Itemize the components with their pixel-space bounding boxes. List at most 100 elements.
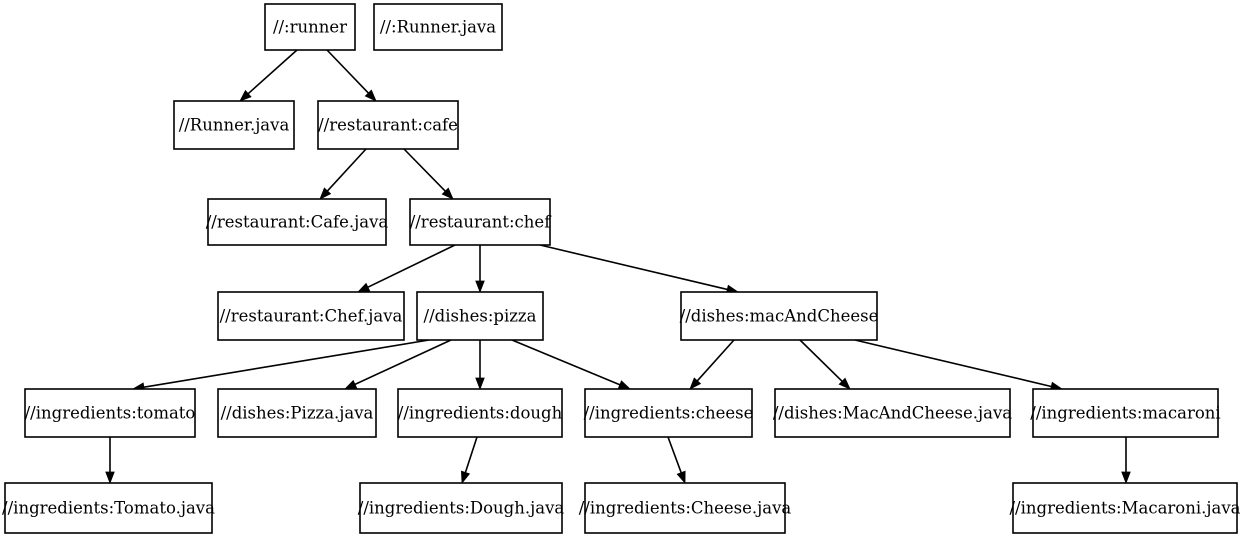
node-box[interactable] [584, 388, 753, 438]
graph-node-dishes_pizza[interactable]: //dishes:pizza [416, 291, 544, 341]
edge-ing_cheese-to-cheese_java [667, 436, 686, 485]
node-label: //ingredients:tomato [25, 404, 196, 423]
node-label: //Runner.java [179, 116, 290, 135]
node-box[interactable] [774, 388, 1011, 438]
arrowhead-icon [689, 377, 702, 390]
arrowhead-icon [343, 379, 358, 390]
graph-node-macaroni_java[interactable]: //ingredients:Macaroni.java [1009, 482, 1241, 534]
arrowhead-icon [460, 470, 471, 485]
edge-dishes_pizza-to-pizza_java [343, 339, 452, 390]
node-label: //dishes:Pizza.java [221, 404, 374, 423]
edge-ing_dough-to-dough_java [460, 436, 478, 485]
arrowhead-icon [1121, 471, 1131, 485]
edge-dishes_mac-to-mac_java [799, 339, 851, 390]
node-label: //dishes:pizza [424, 307, 537, 326]
edge-restaurant_cafe-to-cafe_java [319, 148, 367, 200]
node-label: //ingredients:Tomato.java [2, 499, 215, 518]
node-label: //:runner [273, 18, 347, 37]
graph-node-runner_java[interactable]: //Runner.java [173, 100, 295, 150]
arrowhead-icon [356, 282, 371, 293]
node-label: //restaurant:chef [410, 213, 553, 232]
node-box[interactable] [207, 198, 387, 246]
node-box[interactable] [359, 482, 563, 534]
arrowhead-icon [475, 377, 485, 391]
edge-restaurant_cafe-to-restaurant_chef [403, 148, 454, 200]
node-box[interactable] [217, 388, 377, 438]
node-label: //restaurant:Chef.java [220, 307, 403, 326]
node-box[interactable] [264, 3, 356, 51]
graph-node-chef_java[interactable]: //restaurant:Chef.java [217, 291, 405, 341]
edge-ing_tomato-to-tomato_java [105, 437, 115, 485]
node-box[interactable] [416, 291, 544, 341]
nodes-layer: //:runner //:Runner.java //Runner.java //re… [2, 3, 1241, 534]
edge-line [354, 339, 452, 386]
edge-line [854, 339, 1052, 388]
edge-dishes_pizza-to-ing_tomato [131, 339, 430, 392]
edge-runner-to-runner_java [239, 49, 298, 102]
arrowhead-icon [617, 380, 632, 390]
node-box[interactable] [4, 482, 213, 534]
graph-node-cafe_java[interactable]: //restaurant:Cafe.java [206, 198, 389, 246]
node-box[interactable] [317, 100, 459, 150]
node-box[interactable] [24, 388, 196, 438]
edge-restaurant_chef-to-dishes_pizza [475, 245, 485, 294]
node-box[interactable] [409, 198, 551, 246]
node-label: //ingredients:macaroni [1030, 404, 1220, 423]
node-label: //ingredients:Macaroni.java [1009, 499, 1240, 518]
node-label: //dishes:MacAndCheese.java [773, 404, 1012, 423]
edge-line [799, 339, 843, 382]
arrowhead-icon [676, 470, 686, 485]
edge-runner-to-restaurant_cafe [326, 49, 377, 102]
node-label: //restaurant:Cafe.java [206, 213, 389, 232]
arrowhead-icon [319, 187, 332, 200]
graph-node-ing_tomato[interactable]: //ingredients:tomato [24, 388, 196, 438]
edge-line [464, 436, 478, 473]
graph-node-pizza_java[interactable]: //dishes:Pizza.java [217, 388, 377, 438]
graph-node-ing_cheese[interactable]: //ingredients:cheese [584, 388, 754, 438]
edge-line [247, 49, 298, 95]
node-box[interactable] [217, 291, 405, 341]
arrowhead-icon [441, 187, 454, 200]
graph-node-ing_macaroni[interactable]: //ingredients:macaroni [1030, 388, 1221, 438]
edge-ing_macaroni-to-macaroni_java [1121, 437, 1131, 485]
edge-dishes_pizza-to-ing_dough [475, 340, 485, 391]
arrowhead-icon [364, 89, 377, 102]
graph-node-runner_java_root[interactable]: //:Runner.java [373, 3, 503, 51]
edge-restaurant_chef-to-dishes_mac [539, 244, 740, 295]
arrowhead-icon [239, 89, 252, 102]
edge-line [326, 148, 367, 192]
edge-restaurant_chef-to-chef_java [356, 244, 456, 293]
graph-node-runner[interactable]: //:runner [264, 3, 356, 51]
graph-node-tomato_java[interactable]: //ingredients:Tomato.java [2, 482, 215, 534]
arrowhead-icon [105, 471, 115, 485]
graph-node-restaurant_chef[interactable]: //restaurant:chef [409, 198, 553, 246]
node-box[interactable] [173, 100, 295, 150]
graph-node-mac_java[interactable]: //dishes:MacAndCheese.java [773, 388, 1012, 438]
graph-node-dishes_mac[interactable]: //dishes:macAndCheese [680, 291, 879, 341]
node-label: //restaurant:cafe [318, 116, 458, 135]
edge-line [326, 49, 369, 94]
edge-line [696, 339, 735, 382]
node-box[interactable] [584, 482, 786, 534]
edge-dishes_mac-to-ing_cheese [689, 339, 735, 390]
node-box[interactable] [1032, 388, 1219, 438]
node-label: //ingredients:cheese [584, 404, 754, 423]
node-box[interactable] [680, 291, 878, 341]
edges-layer [105, 49, 1131, 485]
edge-dishes_mac-to-ing_macaroni [854, 339, 1064, 392]
edge-line [403, 148, 446, 192]
edge-dishes_pizza-to-ing_cheese [511, 339, 632, 390]
graph-node-ing_dough[interactable]: //ingredients:dough [397, 388, 563, 438]
graph-node-restaurant_cafe[interactable]: //restaurant:cafe [317, 100, 459, 150]
edge-line [667, 436, 682, 473]
graph-node-dough_java[interactable]: //ingredients:Dough.java [358, 482, 565, 534]
node-box[interactable] [373, 3, 503, 51]
edge-line [367, 244, 456, 288]
node-label: //ingredients:dough [398, 404, 563, 423]
arrowhead-icon [475, 280, 485, 294]
node-box[interactable] [397, 388, 563, 438]
node-box[interactable] [1012, 482, 1238, 534]
graph-node-cheese_java[interactable]: //ingredients:Cheese.java [579, 482, 792, 534]
edge-line [539, 244, 728, 291]
